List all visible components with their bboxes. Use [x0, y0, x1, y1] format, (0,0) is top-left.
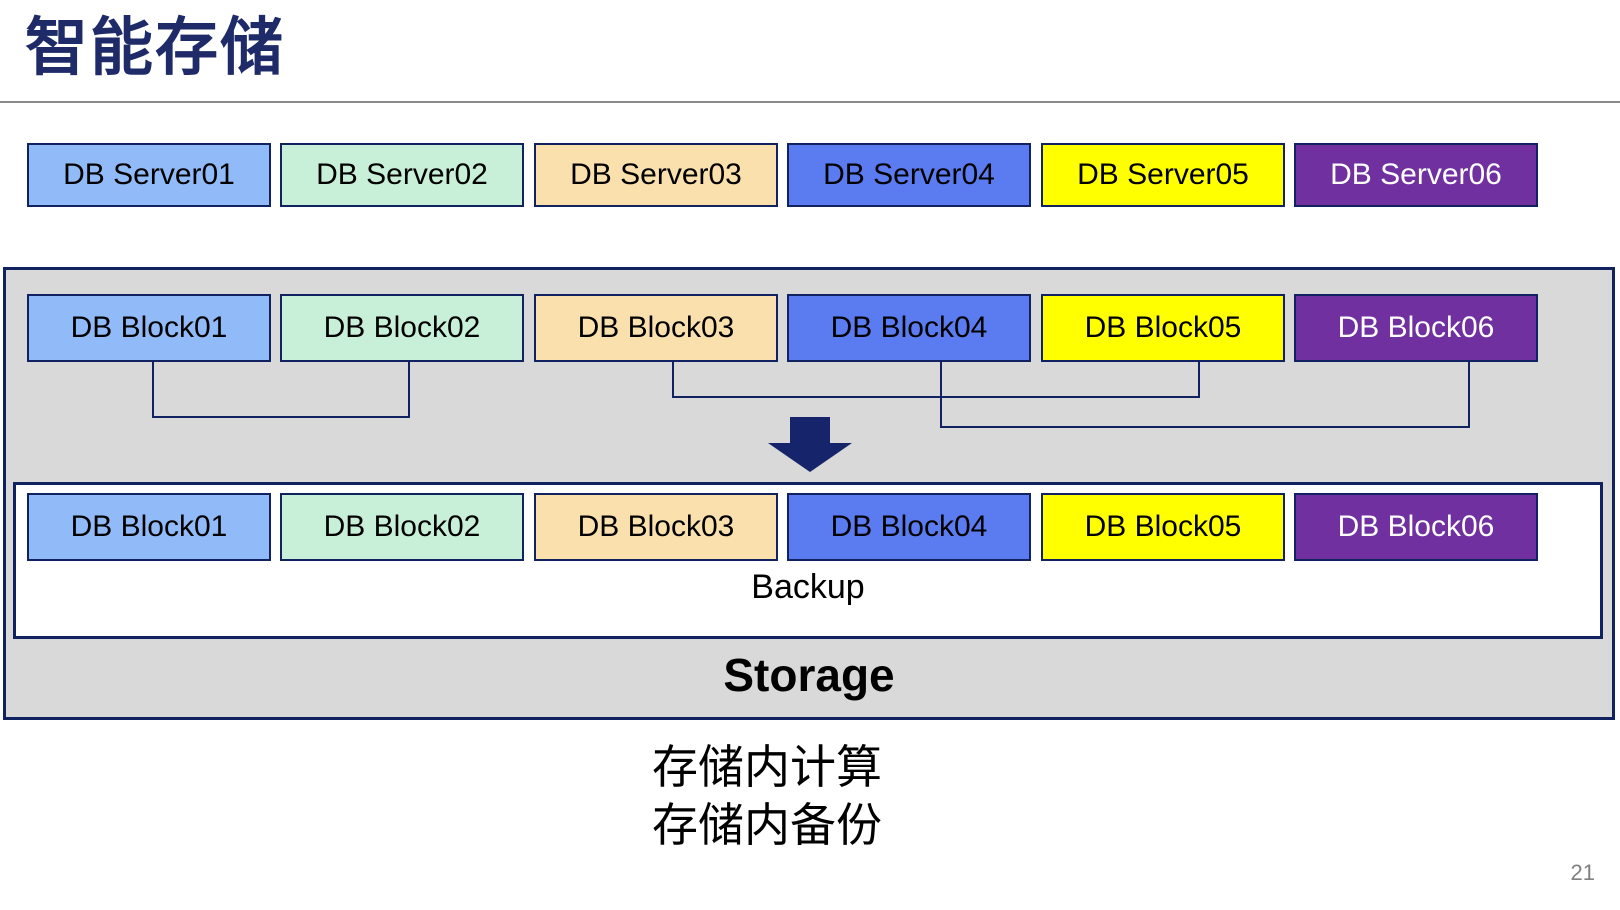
caption: 存储内计算 存储内备份: [652, 738, 882, 854]
db-block-bottom-6: DB Block06: [1294, 493, 1538, 561]
db-block-top-4: DB Block04: [787, 294, 1031, 362]
db-server-box-4: DB Server04: [787, 143, 1031, 207]
db-block-bottom-1: DB Block01: [27, 493, 271, 561]
db-block-top-5: DB Block05: [1041, 294, 1285, 362]
down-arrow-icon: [768, 417, 852, 472]
caption-line-2: 存储内备份: [652, 799, 882, 851]
db-block-top-6: DB Block06: [1294, 294, 1538, 362]
db-block-bottom-3: DB Block03: [534, 493, 778, 561]
page-number: 21: [1570, 860, 1595, 885]
storage-label: Storage: [723, 649, 895, 701]
db-block-top-2: DB Block02: [280, 294, 524, 362]
db-server-box-5: DB Server05: [1041, 143, 1285, 207]
connector-block01-block02: [152, 362, 410, 418]
backup-label: Backup: [751, 568, 865, 606]
db-server-box-2: DB Server02: [280, 143, 524, 207]
db-server-box-6: DB Server06: [1294, 143, 1538, 207]
db-server-box-3: DB Server03: [534, 143, 778, 207]
title-divider-line: [0, 101, 1620, 103]
connector-block04-block06: [940, 362, 1470, 428]
db-server-box-1: DB Server01: [27, 143, 271, 207]
page-title: 智能存储: [25, 13, 285, 83]
connector-block03-block05: [672, 362, 1200, 398]
caption-line-1: 存储内计算: [652, 741, 882, 793]
db-block-top-3: DB Block03: [534, 294, 778, 362]
db-block-bottom-5: DB Block05: [1041, 493, 1285, 561]
db-block-bottom-4: DB Block04: [787, 493, 1031, 561]
db-block-bottom-2: DB Block02: [280, 493, 524, 561]
db-block-top-1: DB Block01: [27, 294, 271, 362]
